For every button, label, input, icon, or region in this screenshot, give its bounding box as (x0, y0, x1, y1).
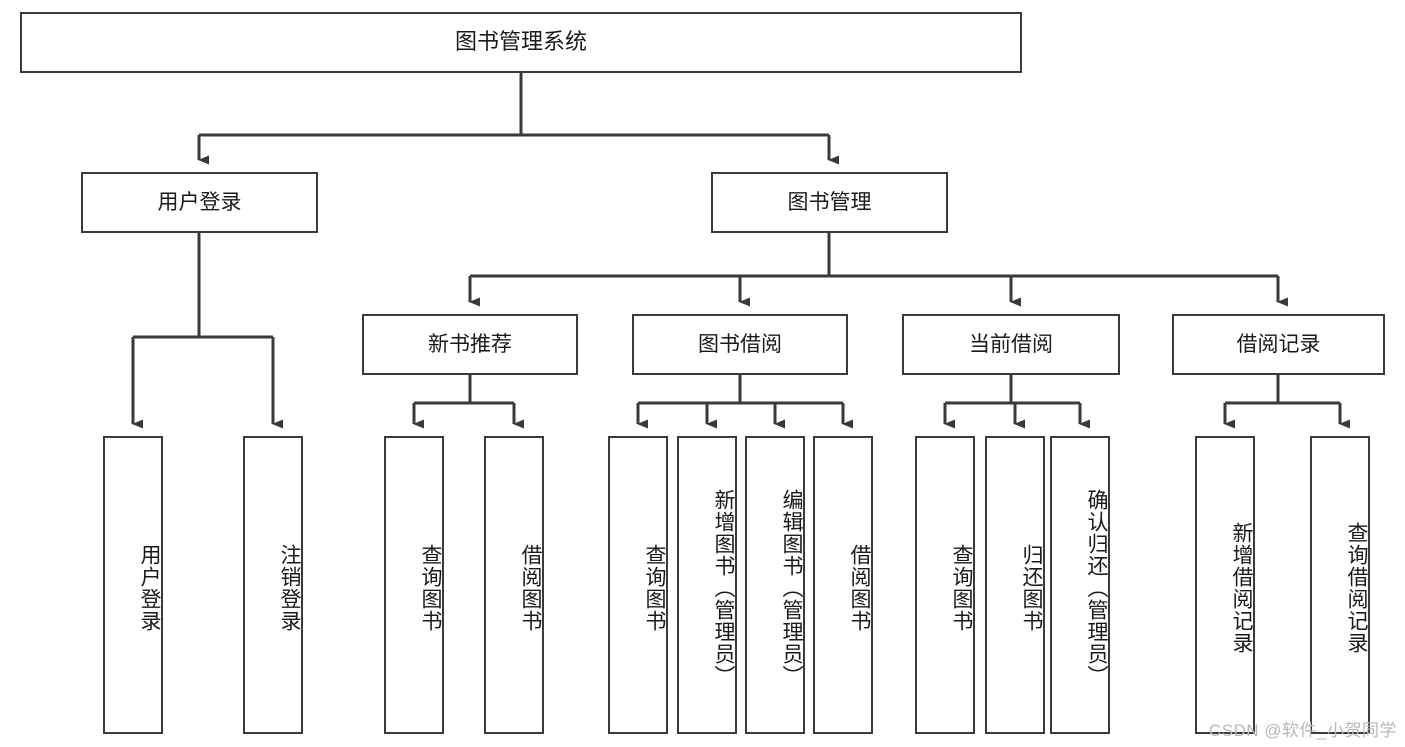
node-root-library-system[interactable]: 图书管理系统 (20, 12, 1022, 73)
node-label: 当前借阅 (969, 332, 1053, 356)
node-label: 新增图书（管理员） (712, 489, 735, 687)
leaf-edit-book-admin[interactable]: 编辑图书（管理员） (745, 436, 805, 734)
node-book-borrow[interactable]: 图书借阅 (632, 314, 848, 375)
node-label: 确认归还（管理员） (1085, 489, 1108, 687)
node-current-borrow[interactable]: 当前借阅 (902, 314, 1120, 375)
leaf-query-borrow-record[interactable]: 查询借阅记录 (1310, 436, 1370, 734)
leaf-query-book-recommend[interactable]: 查询图书 (384, 436, 444, 734)
leaf-add-book-admin[interactable]: 新增图书（管理员） (677, 436, 737, 734)
node-label: 图书管理 (787, 190, 872, 214)
node-user-login[interactable]: 用户登录 (81, 172, 318, 233)
node-label: 查询图书 (643, 544, 666, 632)
node-book-management[interactable]: 图书管理 (711, 172, 948, 233)
node-label: 新书推荐 (428, 332, 512, 356)
node-label: 查询借阅记录 (1345, 522, 1368, 654)
watermark: CSDN @软件_小贺同学 (1208, 721, 1397, 740)
node-label: 借阅记录 (1236, 332, 1321, 356)
leaf-confirm-return-admin[interactable]: 确认归还（管理员） (1050, 436, 1110, 734)
node-label: 用户登录 (138, 544, 161, 632)
node-label: 用户登录 (157, 190, 242, 214)
node-label: 注销登录 (278, 544, 301, 632)
leaf-borrow-book-recommend[interactable]: 借阅图书 (484, 436, 544, 734)
leaf-add-borrow-record[interactable]: 新增借阅记录 (1195, 436, 1255, 734)
leaf-user-login[interactable]: 用户登录 (103, 436, 163, 734)
node-label: 新增借阅记录 (1230, 522, 1253, 654)
node-label: 查询图书 (419, 544, 442, 632)
node-label: 借阅图书 (519, 544, 542, 632)
node-borrow-record[interactable]: 借阅记录 (1172, 314, 1385, 375)
node-label: 图书借阅 (698, 332, 782, 356)
node-label: 编辑图书（管理员） (780, 489, 803, 687)
node-new-book-recommend[interactable]: 新书推荐 (362, 314, 578, 375)
node-label: 归还图书 (1020, 544, 1043, 632)
leaf-borrow-book[interactable]: 借阅图书 (813, 436, 873, 734)
leaf-query-book-current[interactable]: 查询图书 (915, 436, 975, 734)
leaf-query-book-borrow[interactable]: 查询图书 (608, 436, 668, 734)
leaf-logout[interactable]: 注销登录 (243, 436, 303, 734)
node-label: 借阅图书 (848, 544, 871, 632)
node-label: 图书管理系统 (454, 29, 587, 55)
leaf-return-book[interactable]: 归还图书 (985, 436, 1045, 734)
node-label: 查询图书 (950, 544, 973, 632)
